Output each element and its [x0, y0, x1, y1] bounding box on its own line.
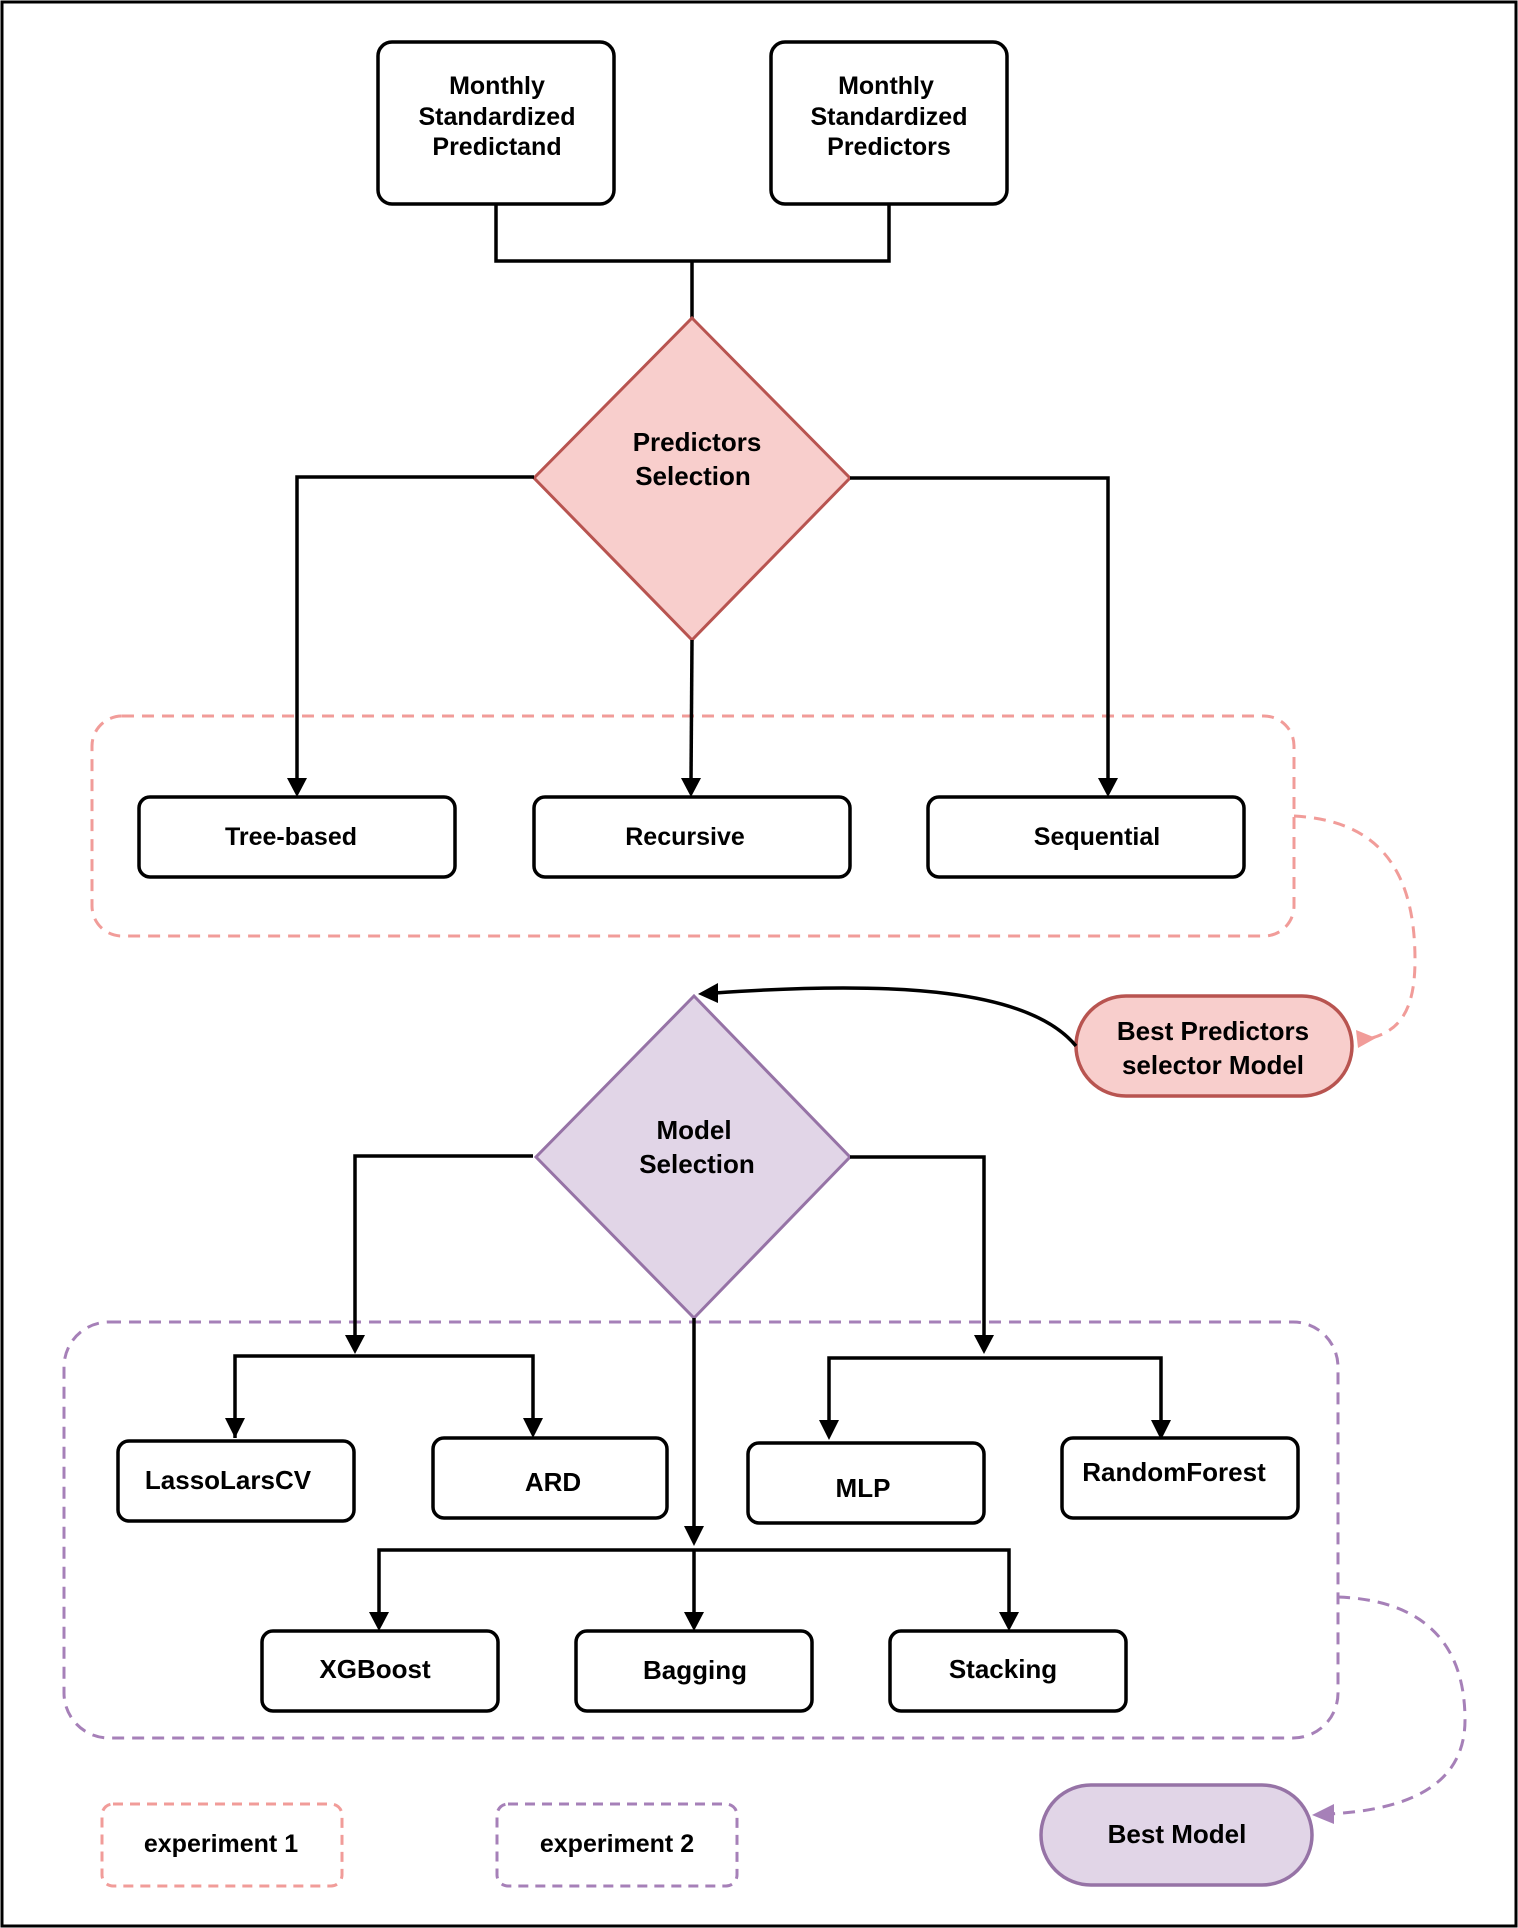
legend-experiment-2-label: experiment 2 [540, 1830, 694, 1858]
experiment-2-to-best-model-edge [1329, 1595, 1467, 1816]
edge-model-selection-left [353, 1154, 533, 1339]
model-selection-diamond: Model Selection [533, 993, 853, 1321]
left-split-connector [233, 1354, 535, 1438]
model-stacking-label: Stacking [949, 1654, 1057, 1684]
best-model-label: Best Model [1108, 1819, 1247, 1849]
arrow-best-model [1312, 1804, 1334, 1824]
arrow-best-predictors [1356, 1030, 1376, 1048]
arrow-left-branch [345, 1335, 365, 1354]
model-mlp-label: MLP [836, 1473, 891, 1503]
predictors-line-2: Standardized [811, 103, 968, 131]
arrow-recursive [681, 778, 701, 797]
legend-experiment-1: experiment 1 [100, 1802, 344, 1888]
model-randomforest-label: RandomForest [1082, 1457, 1266, 1487]
predictand-line-1: Monthly [449, 72, 545, 100]
model-lassolarscv-label: LassoLarsCV [145, 1465, 312, 1495]
predictand-node: Monthly Standardized Predictand [376, 40, 616, 206]
best-predictors-line-2: selector Model [1122, 1050, 1304, 1080]
edge-to-recursive [689, 639, 694, 783]
predictand-line-2: Standardized [419, 103, 576, 131]
predictand-line-3: Predictand [432, 133, 561, 161]
arrow-stacking [999, 1612, 1019, 1631]
method-tree-based-label: Tree-based [225, 823, 357, 851]
model-selection-line-2: Selection [639, 1149, 755, 1179]
method-tree-based: Tree-based [137, 795, 457, 879]
right-split-connector [827, 1356, 1163, 1420]
model-xgboost: XGBoost [260, 1629, 500, 1713]
arrow-tree-based [287, 778, 307, 797]
arrow-xgboost [369, 1612, 389, 1631]
model-stacking: Stacking [888, 1629, 1128, 1713]
arrow-lassolarscv [225, 1418, 245, 1438]
arrow-right-branch [974, 1335, 994, 1354]
method-recursive-label: Recursive [625, 823, 745, 851]
edge-to-tree-based [295, 475, 534, 782]
predictors-selection-line-2: Selection [635, 461, 751, 491]
edge-to-sequential [850, 476, 1110, 782]
best-predictors-to-model-selection-edge [714, 986, 1078, 1048]
best-predictors-line-1: Best Predictors [1117, 1016, 1309, 1046]
method-sequential: Sequential [926, 795, 1246, 879]
legend-experiment-2: experiment 2 [495, 1802, 739, 1888]
experiment-1-to-best-predictors-edge [1293, 814, 1417, 1040]
predictors-selection-line-1: Predictors [633, 427, 762, 457]
legend-experiment-1-label: experiment 1 [144, 1830, 298, 1858]
model-ard-label: ARD [525, 1467, 581, 1497]
model-bagging: Bagging [574, 1629, 814, 1713]
method-sequential-label: Sequential [1034, 823, 1160, 851]
model-selection-line-1: Model [656, 1115, 731, 1145]
arrow-mlp [819, 1420, 839, 1440]
arrow-ard [523, 1418, 543, 1438]
best-model-node: Best Model [1039, 1783, 1314, 1887]
arrow-randomforest [1151, 1420, 1171, 1440]
model-bagging-label: Bagging [643, 1655, 747, 1685]
arrow-center-branch [684, 1526, 704, 1546]
bottom-split-connector [377, 1548, 1011, 1612]
method-recursive: Recursive [532, 795, 852, 879]
experiment-2-group [62, 1320, 1340, 1740]
arrow-model-selection [698, 983, 718, 1003]
predictors-line-1: Monthly [838, 72, 934, 100]
predictors-line-3: Predictors [827, 133, 951, 161]
arrow-bagging [684, 1612, 704, 1631]
arrow-sequential [1098, 778, 1118, 797]
model-randomforest: RandomForest [1060, 1436, 1300, 1520]
predictors-selection-diamond: Predictors Selection [531, 315, 853, 643]
model-lassolarscv: LassoLarsCV [116, 1439, 356, 1523]
best-predictors-selector-node: Best Predictors selector Model [1074, 994, 1354, 1098]
model-xgboost-label: XGBoost [319, 1654, 431, 1684]
predictors-node: Monthly Standardized Predictors [769, 40, 1009, 206]
model-ard: ARD [431, 1436, 669, 1520]
edge-model-selection-right [850, 1155, 986, 1339]
model-mlp: MLP [746, 1441, 986, 1525]
